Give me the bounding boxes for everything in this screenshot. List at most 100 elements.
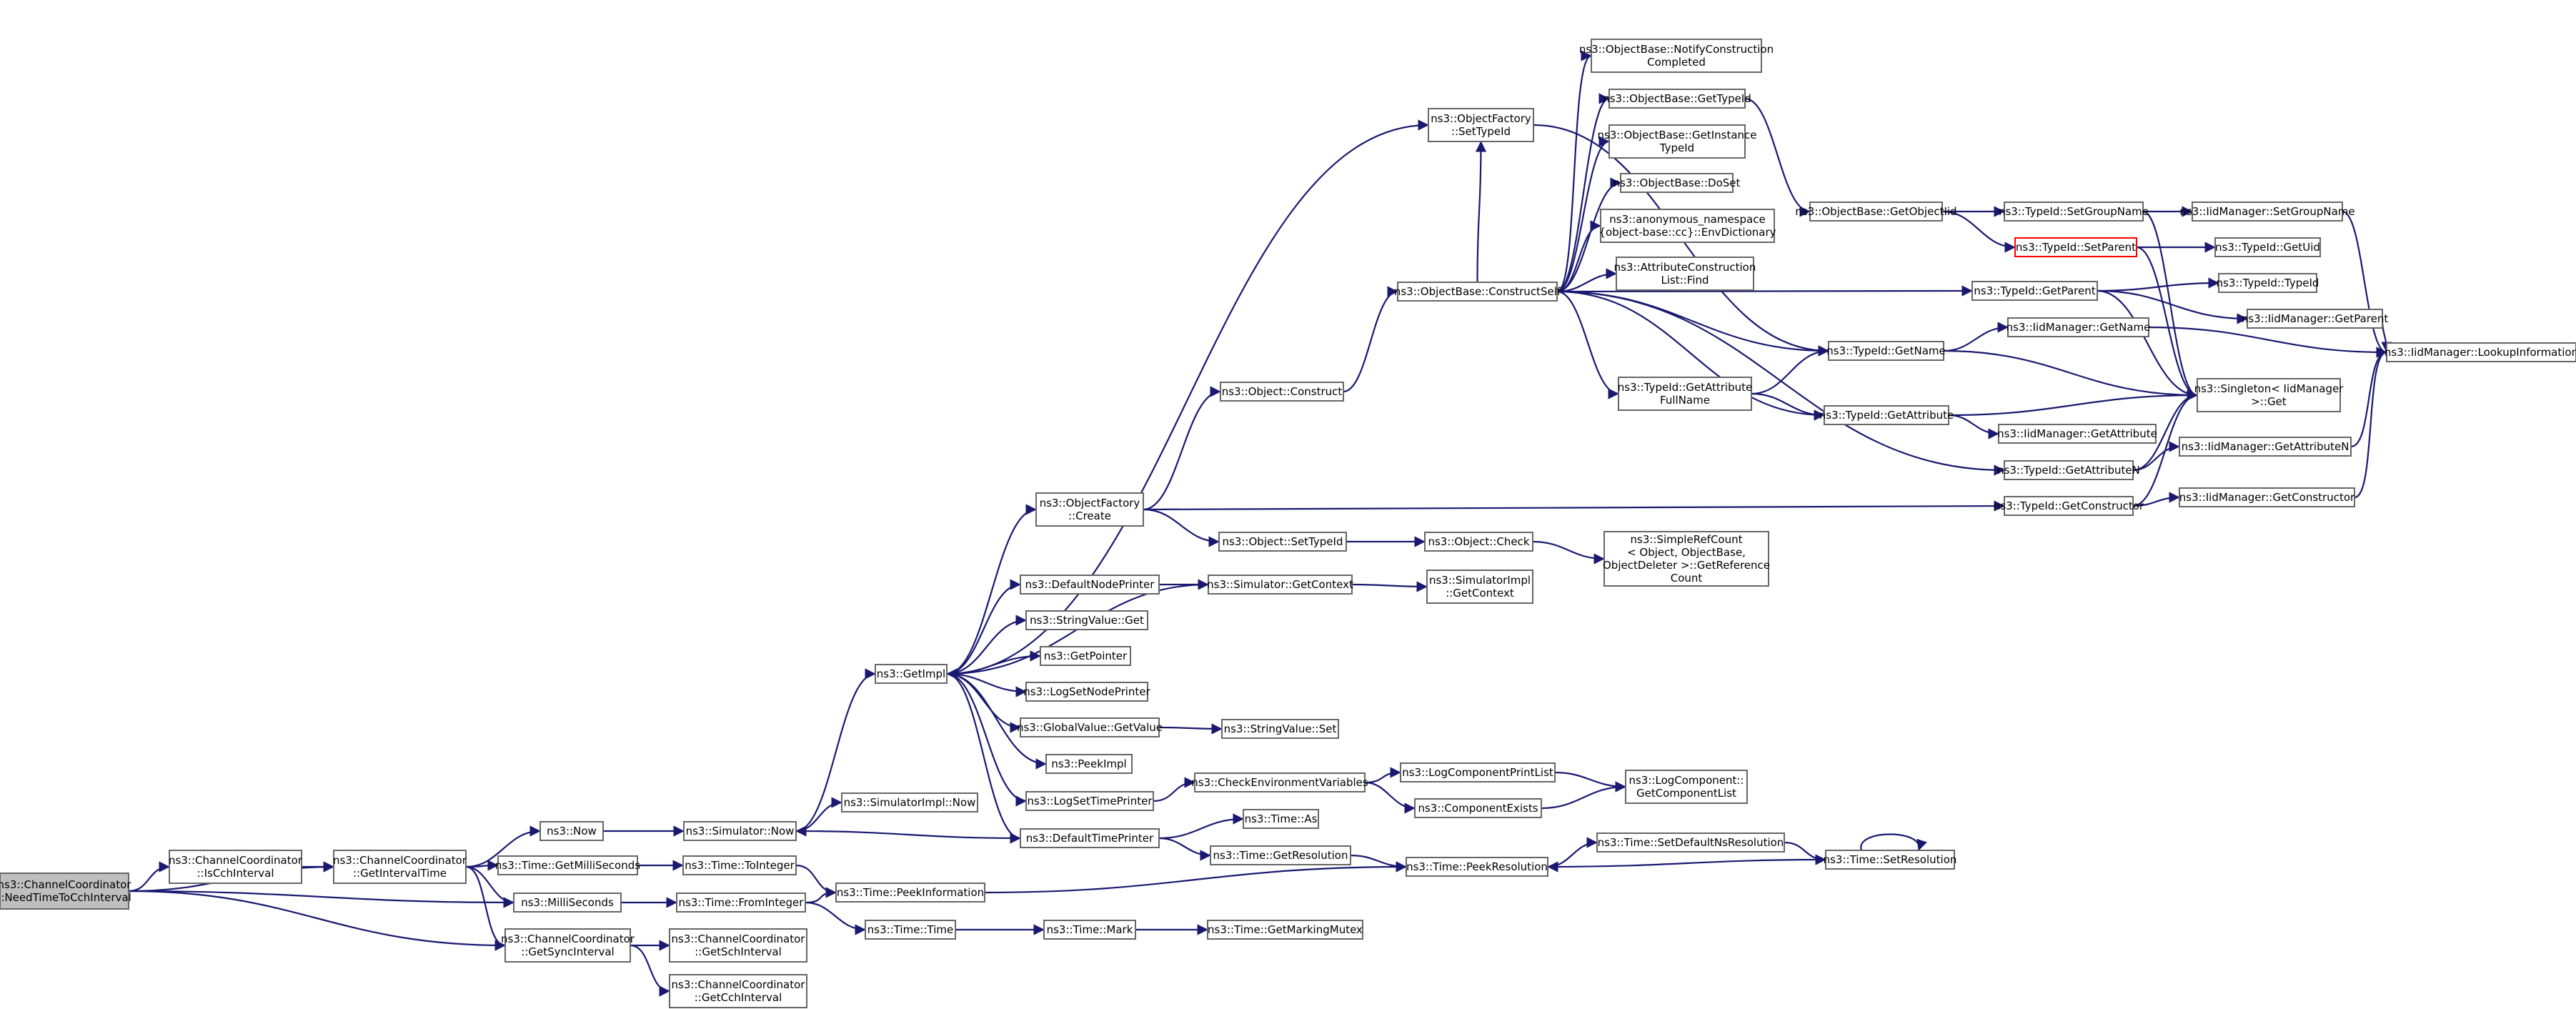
graph-node[interactable]: ns3::TypeId::GetUid [2214,237,2321,257]
node-box[interactable] [504,928,631,963]
node-box[interactable] [2386,342,2576,362]
graph-node[interactable]: ns3::IidManager::GetName [2006,317,2151,337]
graph-node[interactable]: ns3::TypeId::TypeId [2217,273,2319,293]
node-box[interactable] [1426,570,1533,604]
graph-node[interactable]: ns3::StringValue::Set [1221,719,1339,739]
node-box[interactable] [1620,173,1734,193]
graph-node[interactable]: ns3::Object::SetTypeId [1218,532,1347,552]
graph-node[interactable]: ns3::SimpleRefCount< Object, ObjectBase,… [1603,531,1770,587]
graph-node[interactable]: ns3::Simulator::GetContext [1207,575,1353,595]
node-box[interactable] [0,873,129,910]
graph-node[interactable]: ns3::Singleton< IidManager>::Get [2194,378,2344,412]
graph-node[interactable]: ns3::GetPointer [1040,646,1131,666]
node-box[interactable] [333,850,467,884]
graph-node[interactable]: ns3::Object::Construct [1220,382,1344,402]
graph-node[interactable]: ns3::IidManager::GetParent [2242,309,2389,329]
node-box[interactable] [1600,209,1775,243]
graph-node[interactable]: ns3::ComponentExists [1414,798,1542,818]
node-box[interactable] [1825,850,1955,870]
node-box[interactable] [682,855,797,875]
node-box[interactable] [1043,920,1136,940]
node-box[interactable] [497,855,638,875]
graph-node[interactable]: ns3::TypeId::GetAttribute [1819,405,1954,425]
graph-node[interactable]: ns3::ChannelCoordinator::GetCchInterval [669,974,807,1008]
graph-node[interactable]: ns3::ObjectFactory::SetTypeId [1428,108,1534,142]
graph-node[interactable]: ns3::ObjectBase::GetTypeId [1603,89,1751,109]
graph-node[interactable]: ns3::LogComponent::GetComponentList [1625,770,1748,804]
node-box[interactable] [683,821,797,841]
node-box[interactable] [1428,108,1534,142]
node-box[interactable] [1591,39,1762,73]
node-box[interactable] [1035,492,1144,527]
node-box[interactable] [1040,646,1131,666]
node-box[interactable] [1210,845,1351,865]
node-box[interactable] [2247,309,2383,329]
node-box[interactable] [2179,437,2352,457]
node-box[interactable] [1616,257,1754,291]
node-box[interactable] [2014,237,2137,257]
node-box[interactable] [1221,719,1339,739]
graph-node[interactable]: ns3::CheckEnvironmentVariables [1191,772,1368,792]
graph-node[interactable]: ns3::ObjectFactory::Create [1035,492,1144,527]
node-box[interactable] [1400,762,1556,782]
graph-node[interactable]: ns3::Time::ToInteger [682,855,797,875]
node-box[interactable] [513,893,622,913]
graph-node[interactable]: ns3::ChannelCoordinator::IsCchInterval [169,850,303,884]
node-box[interactable] [1596,832,1785,853]
graph-node[interactable]: ns3::Time::SetDefaultNsResolution [1596,832,1785,853]
node-box[interactable] [1208,575,1353,595]
graph-node[interactable]: ns3::PeekImpl [1045,754,1133,774]
node-box[interactable] [1618,377,1752,411]
node-box[interactable] [1020,575,1160,595]
node-box[interactable] [865,920,956,940]
node-box[interactable] [1971,281,2098,301]
node-box[interactable] [841,792,978,812]
node-box[interactable] [2004,496,2134,516]
graph-node[interactable]: ns3::Time::PeekResolution [1406,857,1548,877]
node-box[interactable] [2004,460,2134,480]
graph-node[interactable]: ns3::Simulator::Now [683,821,797,841]
node-box[interactable] [2179,487,2355,507]
node-box[interactable] [2004,202,2144,222]
graph-node[interactable]: ns3::TypeId::GetConstructor [1994,496,2144,516]
graph-node[interactable]: ns3::IidManager::LookupInformation [2384,342,2576,362]
graph-node[interactable]: ns3::DefaultTimePrinter [1020,828,1160,848]
graph-node[interactable]: ns3::Time::As [1243,809,1319,829]
graph-node[interactable]: ns3::StringValue::Get [1025,610,1148,630]
node-box[interactable] [169,850,302,884]
node-box[interactable] [1603,531,1769,587]
graph-node[interactable]: ns3::Time::Time [865,920,956,940]
node-box[interactable] [2007,317,2149,337]
node-box[interactable] [1220,382,1344,402]
node-box[interactable] [1025,791,1154,811]
graph-node[interactable]: ns3::DefaultNodePrinter [1020,575,1160,595]
graph-node[interactable]: ns3::SimulatorImpl::Now [841,792,978,812]
graph-node[interactable]: ns3::SimulatorImpl::GetContext [1426,570,1533,604]
graph-node[interactable]: ns3::ChannelCoordinator::GetSchInterval [669,928,807,963]
node-box[interactable] [1406,857,1548,877]
node-box[interactable] [2218,273,2317,293]
node-box[interactable] [539,821,604,841]
node-box[interactable] [835,883,985,903]
graph-node[interactable]: ns3::TypeId::SetGroupName [1999,202,2149,222]
graph-node[interactable]: ns3::GlobalValue::GetValue [1017,717,1163,737]
graph-node[interactable]: ns3::Time::GetMilliSeconds [495,855,640,875]
graph-node[interactable]: ns3::MilliSeconds [513,893,622,913]
graph-node[interactable]: ns3::Time::GetResolution [1210,845,1351,865]
node-box[interactable] [1207,920,1363,940]
graph-node[interactable]: ns3::IidManager::SetGroupName [2179,202,2355,222]
node-box[interactable] [1424,532,1533,552]
node-box[interactable] [1625,770,1748,804]
graph-node[interactable]: ns3::TypeId::GetName [1826,341,1946,361]
node-box[interactable] [1025,610,1148,630]
graph-node[interactable]: ns3::ObjectBase::DoSet [1613,173,1741,193]
node-box[interactable] [1243,809,1319,829]
graph-node[interactable]: ns3::Object::Check [1424,532,1533,552]
node-box[interactable] [669,928,807,963]
graph-node[interactable]: ns3::LogSetTimePrinter [1025,791,1154,811]
graph-node[interactable]: ns3::ObjectBase::ConstructSelf [1394,282,1561,302]
node-box[interactable] [2192,202,2343,222]
graph-node[interactable]: ns3::TypeId::GetAttributeN [1997,460,2140,480]
